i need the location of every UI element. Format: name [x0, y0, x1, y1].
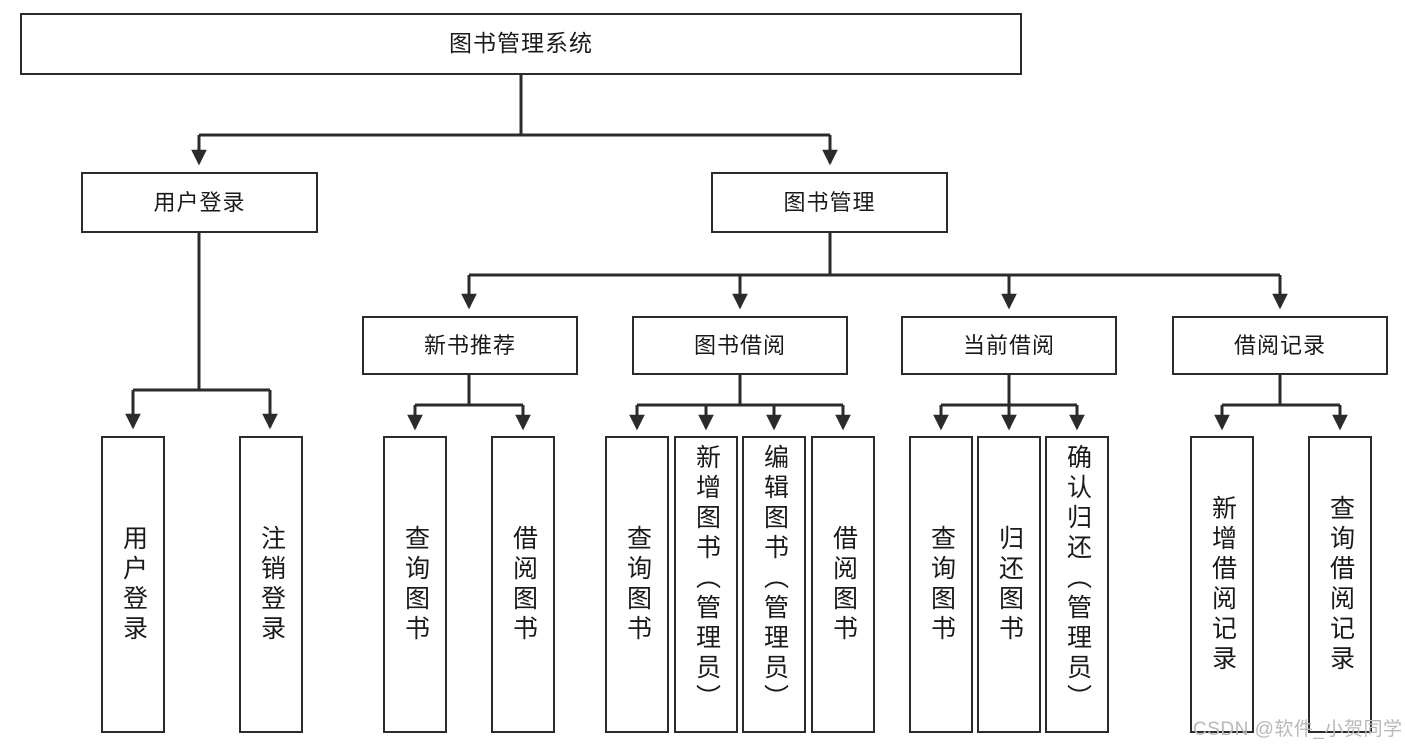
leaf-borrow-record-query[interactable]: 查询借阅记录	[1308, 436, 1372, 733]
leaf-new-book-query[interactable]: 查询图书	[383, 436, 447, 733]
node-label: 当前借阅	[962, 332, 1055, 358]
node-label: 图书管理	[783, 189, 876, 215]
node-user-login[interactable]: 用户登录	[81, 172, 318, 233]
node-label: 用户登录	[153, 189, 246, 215]
node-book-borrow[interactable]: 图书借阅	[632, 316, 848, 375]
leaf-current-borrow-return[interactable]: 归还图书	[977, 436, 1041, 733]
node-new-book-recommend[interactable]: 新书推荐	[362, 316, 578, 375]
leaf-user-login-login[interactable]: 用户登录	[101, 436, 165, 733]
leaf-book-borrow-query[interactable]: 查询图书	[605, 436, 669, 733]
node-label: 查询借阅记录	[1326, 494, 1355, 675]
node-label: 图书管理系统	[449, 30, 593, 57]
leaf-current-borrow-query[interactable]: 查询图书	[909, 436, 973, 733]
node-label: 编辑图书（管理员）	[760, 444, 789, 714]
leaf-user-login-logout[interactable]: 注销登录	[239, 436, 303, 733]
node-book-management[interactable]: 图书管理	[711, 172, 948, 233]
node-label: 查询图书	[401, 524, 430, 645]
node-label: 借阅记录	[1233, 332, 1326, 358]
node-borrow-record[interactable]: 借阅记录	[1172, 316, 1388, 375]
node-label: 查询图书	[927, 524, 956, 645]
leaf-book-borrow-add[interactable]: 新增图书（管理员）	[674, 436, 738, 733]
leaf-book-borrow-edit[interactable]: 编辑图书（管理员）	[742, 436, 806, 733]
node-label: 归还图书	[995, 524, 1024, 645]
node-root-book-management-system[interactable]: 图书管理系统	[20, 13, 1022, 75]
node-label: 用户登录	[119, 524, 148, 645]
node-current-borrow[interactable]: 当前借阅	[901, 316, 1117, 375]
node-label: 图书借阅	[693, 332, 786, 358]
node-label: 新增借阅记录	[1208, 494, 1237, 675]
leaf-book-borrow-borrow[interactable]: 借阅图书	[811, 436, 875, 733]
leaf-current-borrow-confirm-return[interactable]: 确认归还（管理员）	[1045, 436, 1109, 733]
node-label: 查询图书	[623, 524, 652, 645]
node-label: 新增图书（管理员）	[692, 444, 721, 714]
leaf-new-book-borrow[interactable]: 借阅图书	[491, 436, 555, 733]
node-label: 借阅图书	[829, 524, 858, 645]
leaf-borrow-record-add[interactable]: 新增借阅记录	[1190, 436, 1254, 733]
csdn-watermark: CSDN @软件_小贺同学	[1193, 719, 1403, 740]
node-label: 注销登录	[257, 524, 286, 645]
node-label: 新书推荐	[423, 332, 516, 358]
node-label: 确认归还（管理员）	[1063, 444, 1092, 714]
node-label: 借阅图书	[509, 524, 538, 645]
